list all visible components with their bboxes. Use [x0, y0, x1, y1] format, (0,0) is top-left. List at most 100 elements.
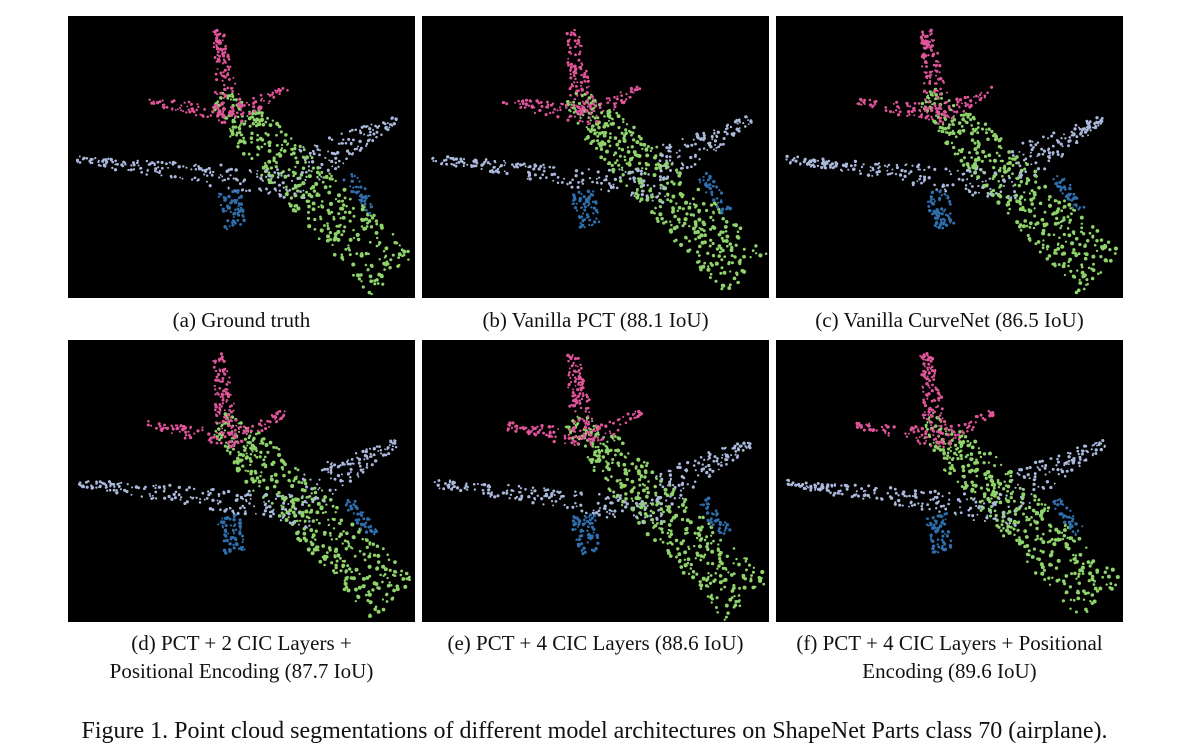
point: [248, 111, 252, 116]
point: [583, 80, 587, 83]
point: [699, 587, 703, 590]
point: [219, 47, 223, 51]
point: [358, 549, 362, 553]
point: [140, 171, 144, 174]
point: [618, 168, 621, 171]
point: [571, 202, 574, 206]
point: [216, 111, 220, 114]
point: [1048, 194, 1052, 199]
point: [631, 156, 634, 160]
point: [499, 164, 503, 168]
point: [236, 190, 240, 194]
point: [1091, 268, 1096, 272]
point: [1040, 217, 1045, 222]
point: [187, 108, 190, 111]
point: [247, 103, 251, 107]
point: [744, 115, 748, 119]
point: [607, 497, 611, 500]
point: [263, 503, 267, 507]
point: [590, 193, 595, 197]
point: [512, 490, 515, 493]
point: [650, 146, 654, 150]
point: [592, 212, 595, 215]
point: [627, 452, 630, 455]
point: [347, 137, 351, 141]
point: [1090, 276, 1095, 281]
point: [898, 107, 901, 110]
point: [1067, 233, 1072, 238]
point: [150, 161, 154, 165]
point: [257, 122, 262, 127]
point: [239, 202, 244, 206]
point: [223, 225, 227, 229]
point: [274, 497, 278, 500]
point: [892, 111, 895, 114]
point: [211, 508, 215, 512]
point: [85, 156, 89, 160]
point: [589, 119, 592, 122]
point: [221, 101, 224, 104]
point: [384, 448, 386, 451]
point: [183, 426, 188, 430]
point: [289, 137, 293, 140]
point: [242, 218, 246, 223]
point: [134, 485, 139, 489]
point: [1085, 239, 1090, 243]
point: [691, 575, 696, 580]
point: [827, 159, 831, 163]
point: [368, 274, 373, 279]
point: [929, 200, 932, 203]
point: [278, 189, 281, 192]
point: [493, 495, 497, 499]
point: [733, 120, 738, 124]
point: [263, 465, 268, 469]
point: [294, 156, 298, 160]
point: [193, 177, 196, 180]
point: [550, 494, 553, 498]
point: [118, 482, 121, 485]
point: [969, 104, 973, 108]
point: [580, 223, 584, 228]
point: [1019, 202, 1022, 206]
point: [278, 192, 281, 196]
point: [296, 468, 300, 472]
point: [229, 416, 232, 419]
point: [596, 501, 600, 505]
point: [332, 252, 337, 257]
point: [360, 527, 363, 531]
point: [596, 455, 599, 458]
point: [343, 210, 347, 214]
point: [1047, 198, 1051, 201]
point: [692, 544, 696, 548]
point: [876, 173, 879, 176]
point: [374, 230, 379, 235]
point: [260, 111, 264, 115]
point: [706, 149, 709, 151]
point: [487, 488, 491, 492]
point: [359, 468, 363, 472]
point: [318, 487, 321, 489]
point: [275, 161, 278, 165]
point: [367, 252, 370, 255]
point: [584, 101, 587, 104]
point: [680, 162, 684, 165]
point: [546, 103, 550, 107]
point: [664, 195, 667, 198]
point: [218, 112, 222, 115]
point: [651, 195, 655, 199]
point: [686, 561, 690, 565]
point: [599, 442, 602, 445]
point: [1019, 195, 1024, 199]
point: [1028, 209, 1032, 214]
point: [717, 462, 720, 466]
point: [252, 105, 256, 109]
point: [226, 54, 230, 59]
point: [878, 165, 881, 168]
point: [226, 515, 230, 520]
point: [589, 111, 592, 114]
point: [238, 182, 242, 186]
point: [679, 489, 683, 492]
point: [451, 486, 454, 489]
point: [678, 221, 681, 224]
point: [319, 228, 324, 233]
